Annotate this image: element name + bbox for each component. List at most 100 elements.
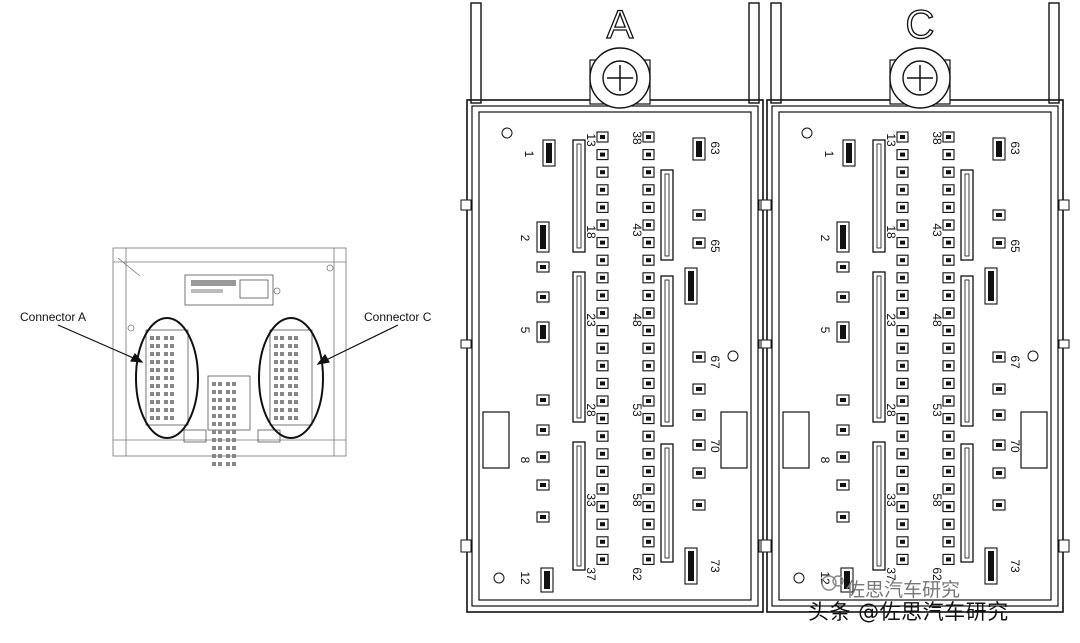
pin-number-label: 53 xyxy=(630,403,644,417)
pin-contact xyxy=(600,416,605,421)
pin-number-label: 18 xyxy=(584,225,598,239)
pin-number-label: 65 xyxy=(1008,239,1022,253)
pin-contact xyxy=(900,240,905,245)
mounting-post xyxy=(748,2,760,104)
watermark-logo-icon xyxy=(821,575,844,591)
pin-contact xyxy=(900,223,905,227)
overview-pin xyxy=(232,398,236,402)
pin-contact xyxy=(646,135,651,139)
overview-connector-c xyxy=(269,329,313,426)
edge-pin-contact xyxy=(540,295,546,299)
overview-pin xyxy=(156,336,160,340)
overview-pin xyxy=(164,392,168,396)
overview-pin xyxy=(280,376,284,380)
side-latch xyxy=(460,539,472,553)
edge-pin-contact xyxy=(540,225,546,249)
overview-pin xyxy=(156,368,160,372)
overview-pin-grid xyxy=(150,336,298,466)
pin-contact xyxy=(946,416,951,421)
edge-pin-contact xyxy=(996,141,1002,157)
overview-pin xyxy=(170,392,174,396)
arrow-head-a xyxy=(130,352,144,363)
connector-c-detail: C125812131823283337384348535862636567707… xyxy=(760,2,1070,613)
overview-pin xyxy=(274,400,278,404)
edge-pin-contact xyxy=(996,387,1002,391)
pin-number-label: 67 xyxy=(1008,355,1022,369)
overview-pin xyxy=(212,382,216,386)
pin-number-label: 67 xyxy=(708,355,722,369)
pin-contact xyxy=(646,557,651,562)
overview-pin xyxy=(274,408,278,412)
overview-pin xyxy=(170,352,174,356)
overview-hole xyxy=(326,264,334,272)
overview-pin xyxy=(274,336,278,340)
pin-number-label: 70 xyxy=(1008,439,1022,453)
pin-contact xyxy=(900,469,905,474)
terminal-slot-inner xyxy=(964,447,970,559)
edge-pin-contact xyxy=(696,241,702,245)
pin-contact xyxy=(900,416,905,421)
overview-pin xyxy=(164,368,168,372)
overview-pin xyxy=(274,384,278,388)
pin-contact xyxy=(600,381,605,386)
overview-pin xyxy=(164,400,168,404)
pin-contact xyxy=(900,522,905,527)
pin-number-label: 58 xyxy=(630,493,644,507)
alignment-hole xyxy=(801,127,813,139)
overview-pin xyxy=(294,400,298,404)
connector-a-label: Connector A xyxy=(20,310,87,324)
edge-pin-contact xyxy=(546,143,552,163)
overview-pin xyxy=(150,384,154,388)
overview-diagonal xyxy=(117,257,141,277)
overview-pin xyxy=(226,390,230,394)
overview-pin xyxy=(280,368,284,372)
pin-contact xyxy=(646,399,651,403)
connector-c-label: Connector C xyxy=(364,310,432,324)
edge-pin-contact xyxy=(540,428,546,432)
edge-pin-contact xyxy=(996,503,1002,507)
edge-pin-contact xyxy=(540,398,546,402)
pin-number-label: 23 xyxy=(584,313,598,327)
overview-pin xyxy=(232,438,236,442)
housing-inner-wall xyxy=(778,111,1052,601)
terminal-slot-inner xyxy=(576,275,582,419)
overview-pin xyxy=(294,408,298,412)
side-latch xyxy=(1058,199,1070,211)
terminal-slot-inner xyxy=(664,447,670,559)
overview-pin xyxy=(294,360,298,364)
overview-pin xyxy=(164,384,168,388)
overview-pin xyxy=(212,430,216,434)
side-latch xyxy=(760,199,772,211)
overview-pin xyxy=(218,430,222,434)
pin-contact xyxy=(900,187,905,192)
overview-pin xyxy=(226,454,230,458)
alignment-hole xyxy=(793,572,805,584)
overview-pin xyxy=(280,344,284,348)
pin-contact xyxy=(946,504,951,509)
overview-pin xyxy=(218,398,222,402)
edge-pin-contact xyxy=(840,483,846,487)
pin-contact xyxy=(900,135,905,139)
pin-contact xyxy=(600,434,605,439)
overview-pin xyxy=(156,416,160,420)
overview-pin xyxy=(274,344,278,348)
overview-pin xyxy=(226,462,230,466)
pin-contact xyxy=(646,504,651,509)
edge-pin-contact xyxy=(840,428,846,432)
overview-pin xyxy=(156,392,160,396)
overview-pin xyxy=(280,392,284,396)
pin-contact xyxy=(946,293,951,298)
overview-pin xyxy=(164,352,168,356)
pin-contact xyxy=(900,205,905,210)
edge-pin-contact xyxy=(540,325,546,339)
pin-contact xyxy=(646,451,651,456)
pin-number-label: 43 xyxy=(630,223,644,237)
overview-pin xyxy=(218,414,222,418)
terminal-slot-inner xyxy=(876,143,882,249)
pin-number-label: 8 xyxy=(518,457,532,464)
terminal-slot-inner xyxy=(876,275,882,419)
overview-pin xyxy=(294,368,298,372)
pin-number-label: 23 xyxy=(884,313,898,327)
edge-pin-contact xyxy=(688,551,694,581)
pin-number-label: 2 xyxy=(818,235,832,242)
